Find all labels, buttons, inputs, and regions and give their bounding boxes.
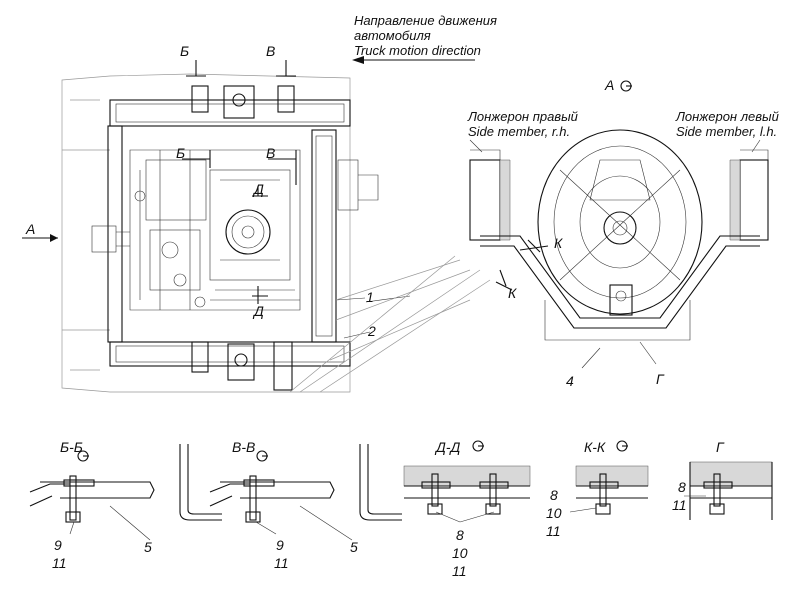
detail-vv xyxy=(209,444,402,541)
detail-kk xyxy=(569,440,649,515)
right-member-label-en: Side member, r.h. xyxy=(468,124,571,139)
section-marker-k-top: К xyxy=(554,235,563,251)
direction-label-ru-1: Направление движения xyxy=(354,13,497,28)
detail-g xyxy=(684,461,773,520)
detail-dd-callout-10: 10 xyxy=(452,545,468,561)
section-marker-d-top: Д xyxy=(254,181,264,197)
detail-dd-callout-8: 8 xyxy=(456,527,464,543)
section-marker-v: В xyxy=(266,145,276,161)
detail-bb xyxy=(29,444,222,541)
detail-dd xyxy=(403,440,531,523)
direction-label-ru-2: автомобиля xyxy=(354,28,431,43)
detail-vv-title: В-В xyxy=(232,439,256,455)
view-a-arrow-label: А xyxy=(26,221,36,237)
detail-vv-callout-5: 5 xyxy=(350,539,358,555)
right-member-label-ru: Лонжерон правый xyxy=(468,109,578,124)
left-member-label-ru: Лонжерон левый xyxy=(676,109,779,124)
detail-kk-callout-11: 11 xyxy=(546,523,561,539)
detail-kk-callout-10: 10 xyxy=(546,505,562,521)
detail-bb-callout-9: 9 xyxy=(54,537,62,553)
callout-2: 2 xyxy=(368,323,376,339)
view-a-end-view xyxy=(469,80,769,369)
detail-kk-callout-8: 8 xyxy=(550,487,558,503)
callout-g: Г xyxy=(656,371,664,387)
detail-dd-title: Д-Д xyxy=(436,439,461,455)
section-marker-b-top: Б xyxy=(180,43,190,59)
detail-vv-callout-11: 11 xyxy=(274,555,289,571)
section-marker-b: Б xyxy=(176,145,186,161)
callout-1: 1 xyxy=(366,289,374,305)
detail-kk-title: К-К xyxy=(584,439,606,455)
direction-label-en: Truck motion direction xyxy=(354,43,481,58)
left-member-label-en: Side member, l.h. xyxy=(676,124,778,139)
main-plan-view xyxy=(22,56,475,393)
detail-g-callout-8: 8 xyxy=(678,479,686,495)
projection-lines xyxy=(289,255,491,393)
callout-4: 4 xyxy=(566,373,574,389)
detail-g-title: Г xyxy=(716,439,724,455)
section-marker-v-top: В xyxy=(266,43,276,59)
detail-bb-title: Б-Б xyxy=(60,439,83,455)
detail-vv-callout-9: 9 xyxy=(276,537,284,553)
detail-bb-callout-11: 11 xyxy=(52,555,67,571)
view-a-title: А xyxy=(605,77,615,93)
detail-bb-callout-5: 5 xyxy=(144,539,152,555)
section-marker-k-bottom: К xyxy=(508,285,517,301)
section-marker-d-bottom: Д xyxy=(254,303,264,319)
detail-dd-callout-11: 11 xyxy=(452,563,467,579)
detail-g-callout-11: 11 xyxy=(672,497,687,513)
